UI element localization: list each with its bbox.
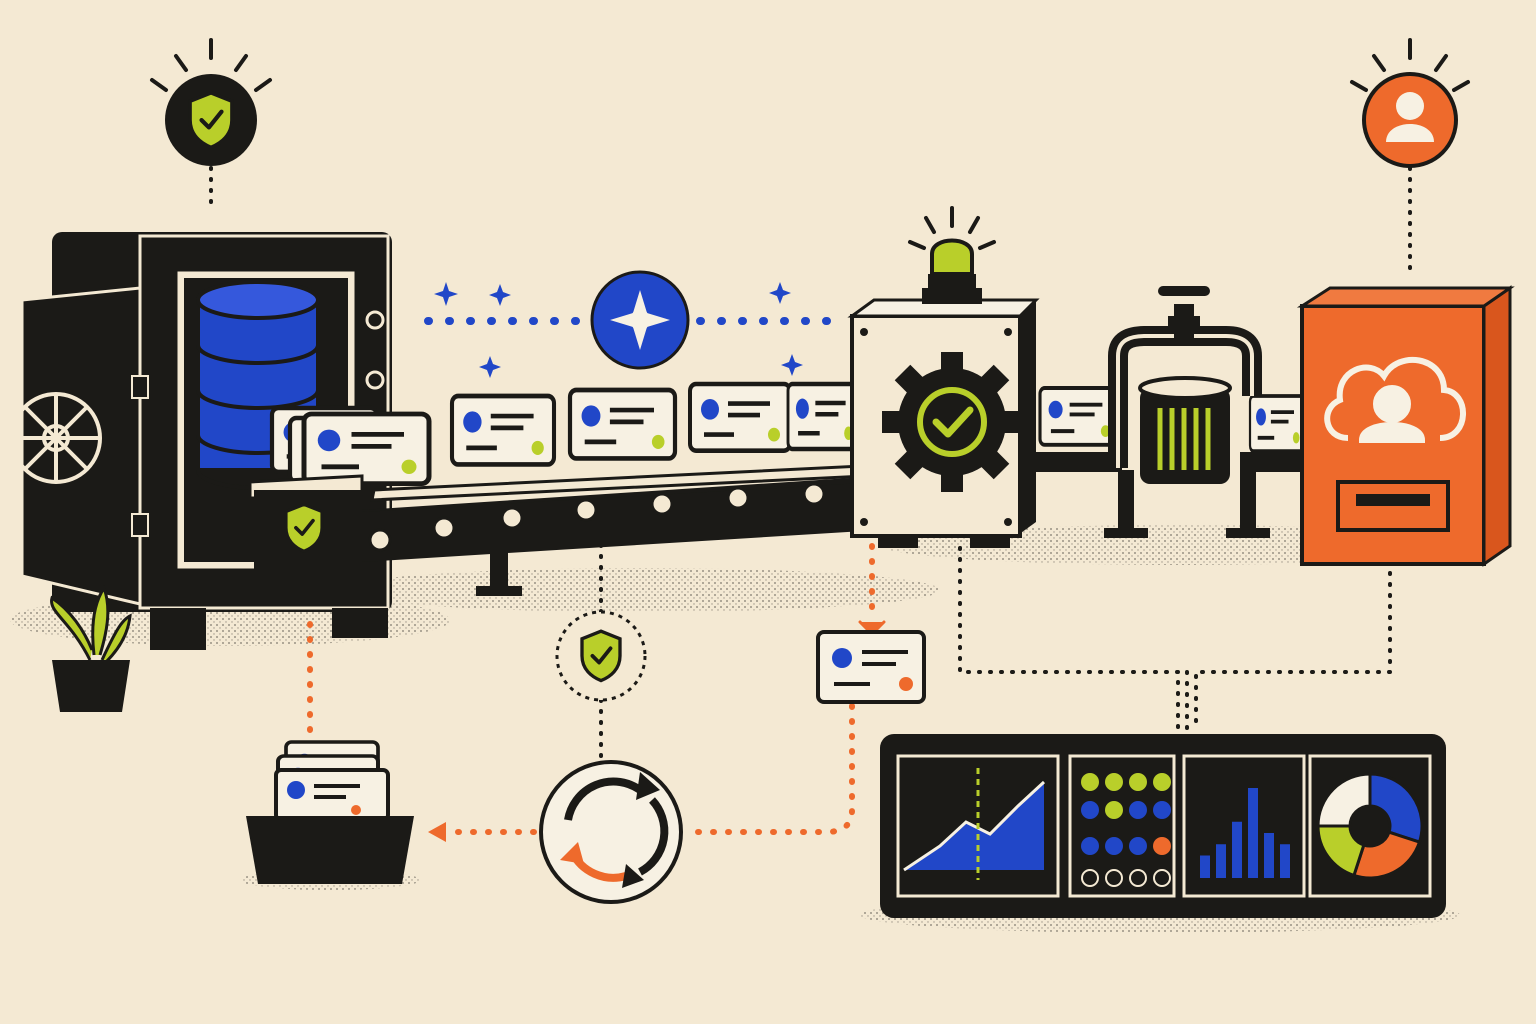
donut-slice-0 [1368,772,1424,844]
gear-check-icon [882,352,1022,492]
donut-slice-3 [1316,772,1372,828]
cloud-cabinet [1296,285,1515,567]
inbox-tray-icon [246,740,414,884]
bar-4 [1264,833,1274,878]
plant-icon [50,584,132,712]
cloud-user-icon [1324,357,1466,443]
refresh-cycle-icon [539,760,683,904]
bar-3 [1248,788,1258,878]
shield-check-icon [150,38,272,166]
conveyor-belt [362,464,880,596]
donut-slice-1 [1352,830,1422,880]
bar-1 [1216,844,1226,878]
dot-matrix-panel [1081,773,1171,887]
connectors [209,166,1412,842]
donut-chart-panel [1316,772,1424,880]
user-icon [1350,38,1470,168]
card-stack [272,408,429,484]
bar-5 [1280,844,1290,878]
vault-wheel-icon [10,392,102,484]
sparkle-icon [434,270,803,378]
beacon-light-icon [908,206,996,304]
validation-shield-icon [555,610,647,702]
bar-chart-panel [1200,788,1290,878]
line-chart-panel [903,768,1046,880]
dashboard-icon [880,734,1446,918]
bar-2 [1232,821,1242,878]
quality-check-machine [847,206,1040,548]
vault-drawer [248,474,364,570]
bar-0 [1200,855,1210,878]
rejected-card [816,630,926,704]
pipe-filter [1036,286,1300,538]
